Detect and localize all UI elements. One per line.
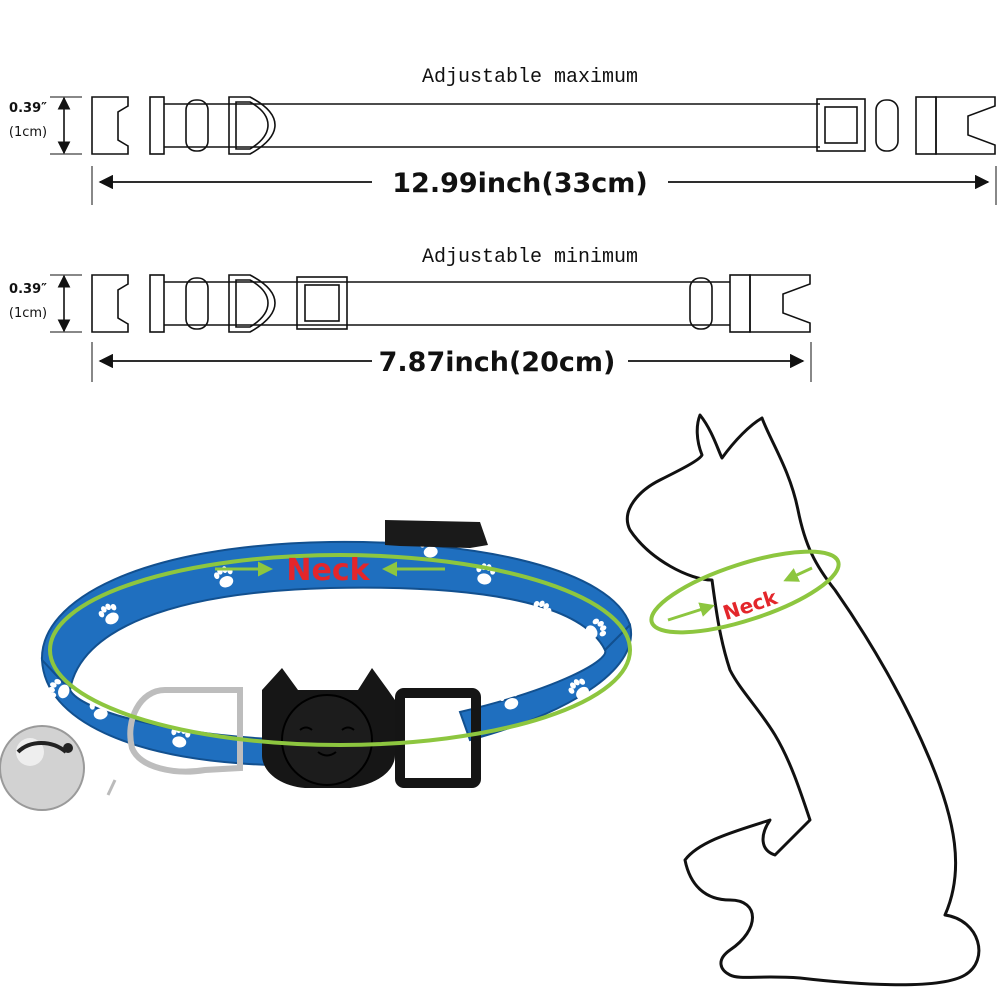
min-length-label: 7.87inch(20cm) xyxy=(379,347,616,378)
collar-band-right xyxy=(458,623,633,742)
bell-charm xyxy=(0,725,117,811)
cat-neck-arrow-right xyxy=(783,566,813,582)
max-diagram-title: Adjustable maximum xyxy=(422,66,638,89)
cat-outline-icon xyxy=(625,413,981,987)
min-length-diagram: Adjustable minimum 0.39″ (1cm) 7.87inch(… xyxy=(9,246,812,382)
cat-silhouette: Neck xyxy=(625,413,981,987)
max-length-diagram: Adjustable maximum 0.39″ (1cm) 12.99inch… xyxy=(9,66,997,205)
cat-neck-arrow-left xyxy=(667,602,715,622)
collar-slide xyxy=(395,688,481,788)
max-width-cm: (1cm) xyxy=(9,125,47,140)
collar-neck-ring xyxy=(48,553,632,747)
min-collar-outline xyxy=(91,274,811,333)
max-width-inch: 0.39″ xyxy=(9,101,47,116)
cat-neck-ring xyxy=(649,549,841,635)
min-diagram-title: Adjustable minimum xyxy=(422,246,638,269)
collar-d-ring xyxy=(127,687,243,775)
min-width-inch: 0.39″ xyxy=(9,282,47,297)
collar-adjuster-clip xyxy=(385,520,488,548)
max-length-label: 12.99inch(33cm) xyxy=(392,168,648,199)
max-collar-outline xyxy=(91,96,996,155)
cat-face-buckle xyxy=(262,668,395,788)
collar-photo: Neck xyxy=(0,520,633,811)
min-width-cm: (1cm) xyxy=(9,306,47,321)
collar-neck-label: Neck xyxy=(286,553,370,588)
